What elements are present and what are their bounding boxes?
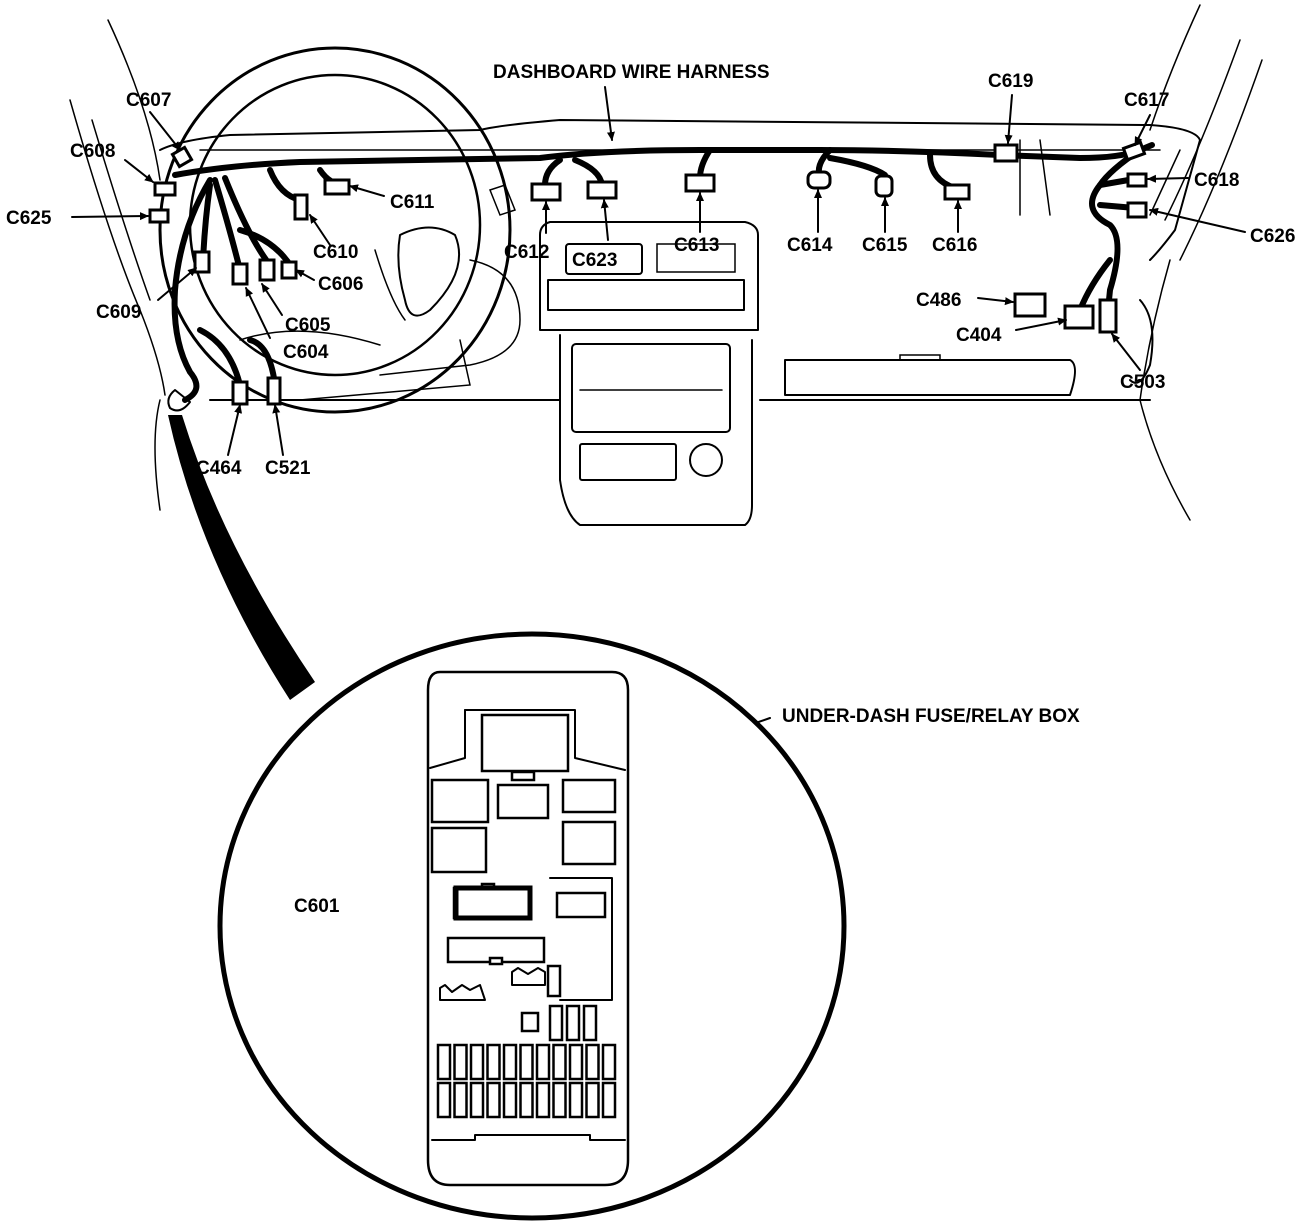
label-c617: C617 bbox=[1124, 90, 1169, 111]
label-c404: C404 bbox=[956, 325, 1002, 346]
fuse-box-label: UNDER-DASH FUSE/RELAY BOX bbox=[782, 706, 1080, 727]
label-c616: C616 bbox=[932, 235, 977, 256]
steering-wheel bbox=[158, 46, 512, 414]
fuse-slot bbox=[519, 1043, 534, 1081]
fuse-slot bbox=[469, 1043, 485, 1081]
label-c615: C615 bbox=[862, 235, 908, 256]
connector-c606-a bbox=[231, 262, 249, 286]
connector-c625 bbox=[148, 208, 170, 224]
fuse-slot bbox=[552, 1081, 567, 1119]
detail-callout-wedge bbox=[168, 415, 315, 700]
fuse-slot bbox=[453, 1043, 468, 1081]
label-c618: C618 bbox=[1194, 170, 1239, 191]
fuse-rows bbox=[436, 1043, 617, 1119]
fuse-slot bbox=[552, 1043, 567, 1081]
label-c619: C619 bbox=[988, 71, 1033, 92]
connector-c613 bbox=[684, 173, 716, 193]
detail-inset bbox=[217, 631, 847, 1221]
fuse-slot bbox=[601, 1043, 617, 1081]
connector-c464 bbox=[231, 380, 249, 406]
connector-c606 bbox=[280, 260, 298, 280]
label-c503: C503 bbox=[1120, 372, 1165, 393]
connector-c606-b bbox=[258, 258, 276, 282]
connector-c618 bbox=[1126, 172, 1148, 188]
connector-c623 bbox=[586, 180, 618, 200]
label-c601: C601 bbox=[294, 896, 340, 917]
connector-c610 bbox=[293, 193, 309, 221]
diagram-title: DASHBOARD WIRE HARNESS bbox=[493, 62, 770, 83]
fuse-slot bbox=[568, 1043, 584, 1081]
label-c607: C607 bbox=[126, 90, 171, 111]
fuse-slot bbox=[436, 1081, 452, 1119]
connector-c609 bbox=[193, 250, 211, 274]
fuse-slot bbox=[502, 1043, 518, 1081]
connector-c601 bbox=[453, 885, 533, 921]
fuse-slot bbox=[502, 1081, 518, 1119]
connector-c521 bbox=[266, 376, 282, 406]
connector-c607 bbox=[170, 145, 194, 169]
label-c464: C464 bbox=[196, 458, 242, 479]
fuse-slot bbox=[535, 1081, 551, 1119]
labels: DASHBOARD WIRE HARNESS UNDER-DASH FUSE/R… bbox=[6, 62, 1295, 917]
label-c605: C605 bbox=[285, 315, 331, 336]
fuse-slot bbox=[585, 1043, 600, 1081]
connector-c615 bbox=[874, 174, 894, 198]
connector-c608 bbox=[153, 181, 177, 197]
connector-c486 bbox=[1013, 292, 1047, 318]
fuse-slot bbox=[436, 1043, 452, 1081]
label-c611: C611 bbox=[390, 192, 435, 213]
fuse-slot bbox=[585, 1081, 600, 1119]
label-c521: C521 bbox=[265, 458, 311, 479]
label-c626: C626 bbox=[1250, 226, 1295, 247]
label-c604: C604 bbox=[283, 342, 329, 363]
fuse-slot bbox=[486, 1081, 501, 1119]
connector-c619 bbox=[993, 143, 1019, 163]
connector-c404 bbox=[1063, 304, 1095, 330]
label-c623: C623 bbox=[572, 250, 617, 271]
fuse-slot bbox=[453, 1081, 468, 1119]
dashboard-outline bbox=[69, 4, 1263, 526]
label-c625: C625 bbox=[6, 208, 52, 229]
label-c608: C608 bbox=[70, 141, 115, 162]
connector-c616 bbox=[943, 183, 971, 201]
connector-c617 bbox=[1121, 140, 1147, 162]
connector-c611 bbox=[323, 178, 351, 196]
fuse-slot bbox=[568, 1081, 584, 1119]
label-c609: C609 bbox=[96, 302, 141, 323]
label-c486: C486 bbox=[916, 290, 961, 311]
label-c614: C614 bbox=[787, 235, 833, 256]
connector-c626 bbox=[1126, 201, 1148, 219]
fuse-slot bbox=[519, 1081, 534, 1119]
label-c612: C612 bbox=[504, 242, 549, 263]
connector-c503 bbox=[1098, 298, 1118, 334]
fuse-relay-box bbox=[426, 670, 630, 1187]
connector-c614 bbox=[806, 170, 832, 190]
connector-c612 bbox=[530, 182, 562, 202]
label-c613: C613 bbox=[674, 235, 719, 256]
fuse-slot bbox=[535, 1043, 551, 1081]
fuse-slot bbox=[601, 1081, 617, 1119]
label-c606: C606 bbox=[318, 274, 363, 295]
fuse-slot bbox=[469, 1081, 485, 1119]
connectors bbox=[148, 140, 1148, 406]
label-c610: C610 bbox=[313, 242, 358, 263]
fuse-slot bbox=[486, 1043, 501, 1081]
